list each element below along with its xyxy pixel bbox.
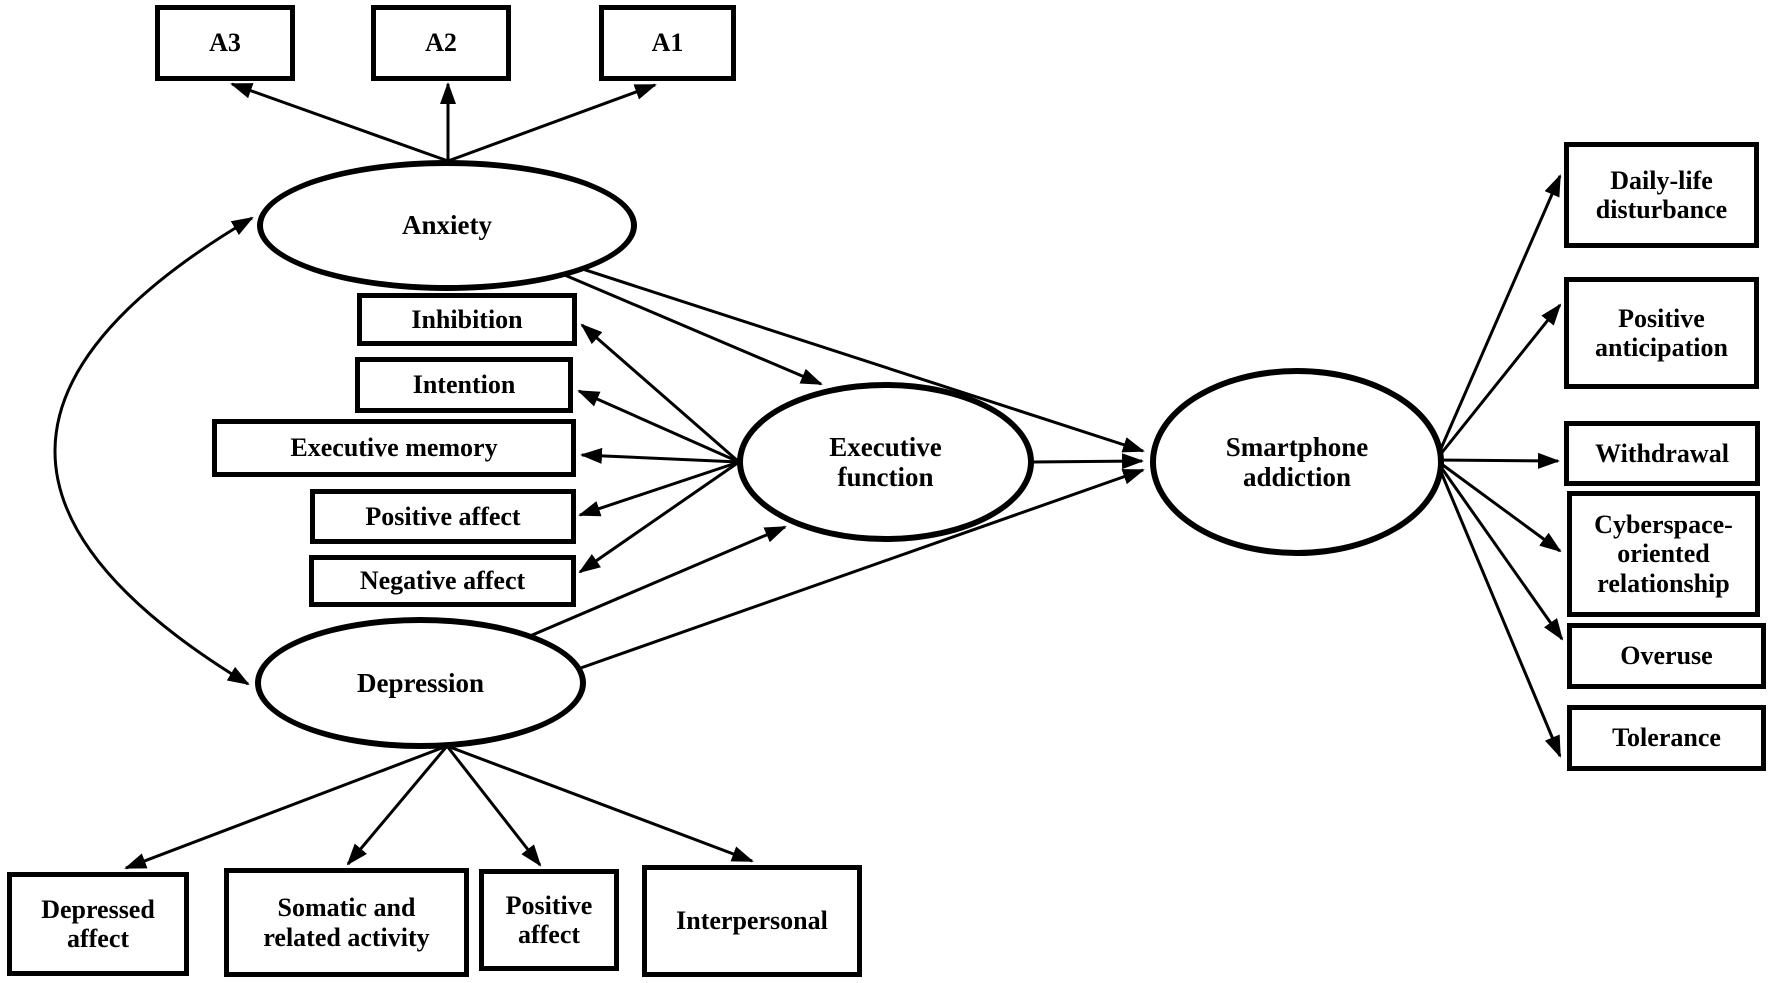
arrow-smartphone-addiction-to-positive-anticipation <box>1434 303 1562 461</box>
node-withdrawal: Withdrawal <box>1564 421 1760 486</box>
node-negative-affect: Negative affect <box>309 555 576 607</box>
node-a3-label: A3 <box>209 28 241 58</box>
node-executive-memory: Executive memory <box>212 419 576 477</box>
arrow-executive-function-to-intention <box>577 389 740 464</box>
arrow-depression-to-depressed-affect <box>124 744 448 870</box>
arrow-executive-function-to-inhibition <box>580 323 740 464</box>
node-negative-affect-label: Negative affect <box>359 566 526 596</box>
node-interpersonal-label: Interpersonal <box>676 906 828 936</box>
arrow-smartphone-addiction-to-daily-life-disturbance <box>1434 174 1562 461</box>
node-depressed-affect: Depressed affect <box>7 872 189 976</box>
node-executive-memory-label: Executive memory <box>290 433 498 463</box>
arrow-depression-to-somatic-and-related-activity <box>346 745 449 866</box>
node-positive-affect-depression: Positive affect <box>479 869 619 971</box>
node-positive-anticipation: Positive anticipation <box>1564 277 1759 389</box>
node-inhibition: Inhibition <box>357 293 577 346</box>
arrow-smartphone-addiction-to-overuse <box>1434 459 1564 641</box>
arrow-smartphone-addiction-to-withdrawal <box>1435 452 1560 469</box>
node-somatic-and-related-activity-label: Somatic and related activity <box>263 893 430 952</box>
node-tolerance-label: Tolerance <box>1612 723 1721 753</box>
node-tolerance: Tolerance <box>1567 705 1766 771</box>
node-inhibition-label: Inhibition <box>411 304 523 334</box>
node-daily-life-disturbance-label: Daily-life disturbance <box>1595 165 1728 224</box>
node-a2-label: A2 <box>425 28 457 58</box>
node-a1: A1 <box>599 5 736 81</box>
node-a3: A3 <box>155 5 295 81</box>
node-positive-affect-ef-label: Positive affect <box>365 501 521 531</box>
node-smartphone-addiction: Smartphone addiction <box>1150 368 1444 556</box>
arrow-depression-to-smartphone-addiction <box>574 468 1145 672</box>
arrow-executive-function-to-executive-memory <box>580 447 740 464</box>
node-cyberspace-oriented-relationship-label: Cyberspace-oriented relationship <box>1594 510 1733 598</box>
node-executive-function-label: Executive function <box>829 431 942 492</box>
node-overuse-label: Overuse <box>1620 641 1713 671</box>
node-positive-anticipation-label: Positive anticipation <box>1595 303 1728 362</box>
node-withdrawal-label: Withdrawal <box>1595 438 1729 468</box>
node-daily-life-disturbance: Daily-life disturbance <box>1564 142 1759 248</box>
arrow-executive-function-to-smartphone-addiction <box>1031 453 1144 470</box>
arrow-smartphone-addiction-to-tolerance <box>1434 459 1562 758</box>
node-depression: Depression <box>255 617 586 749</box>
node-somatic-and-related-activity: Somatic and related activity <box>224 868 469 977</box>
node-executive-function: Executive function <box>737 382 1034 542</box>
arrow-executive-function-to-negative-affect <box>578 460 740 574</box>
node-depressed-affect-label: Depressed affect <box>41 894 155 953</box>
arrow-anxiety-to-a3 <box>230 82 449 163</box>
node-a1-label: A1 <box>651 28 684 58</box>
node-overuse: Overuse <box>1567 623 1766 689</box>
node-positive-affect-depression-label: Positive affect <box>505 890 593 949</box>
node-positive-affect-ef: Positive affect <box>310 489 576 544</box>
arrow-depression-to-interpersonal <box>446 744 754 863</box>
node-interpersonal: Interpersonal <box>642 865 862 977</box>
node-anxiety-label: Anxiety <box>402 210 492 241</box>
node-anxiety: Anxiety <box>257 160 637 291</box>
arrow-anxiety-to-a1 <box>447 83 657 163</box>
arrow-smartphone-addiction-to-cyberspace-oriented-relationship <box>1435 458 1562 553</box>
node-a2: A2 <box>371 5 511 81</box>
node-depression-label: Depression <box>356 667 484 698</box>
node-cyberspace-oriented-relationship: Cyberspace-oriented relationship <box>1567 491 1760 617</box>
arrow-executive-function-to-positive-affect <box>578 460 740 517</box>
node-intention: Intention <box>355 357 573 413</box>
node-intention-label: Intention <box>412 370 516 400</box>
arrow-depression-to-positive-affect <box>445 745 542 867</box>
node-smartphone-addiction-label: Smartphone addiction <box>1225 431 1369 492</box>
covariance-arc-anxiety-depression <box>53 216 254 686</box>
